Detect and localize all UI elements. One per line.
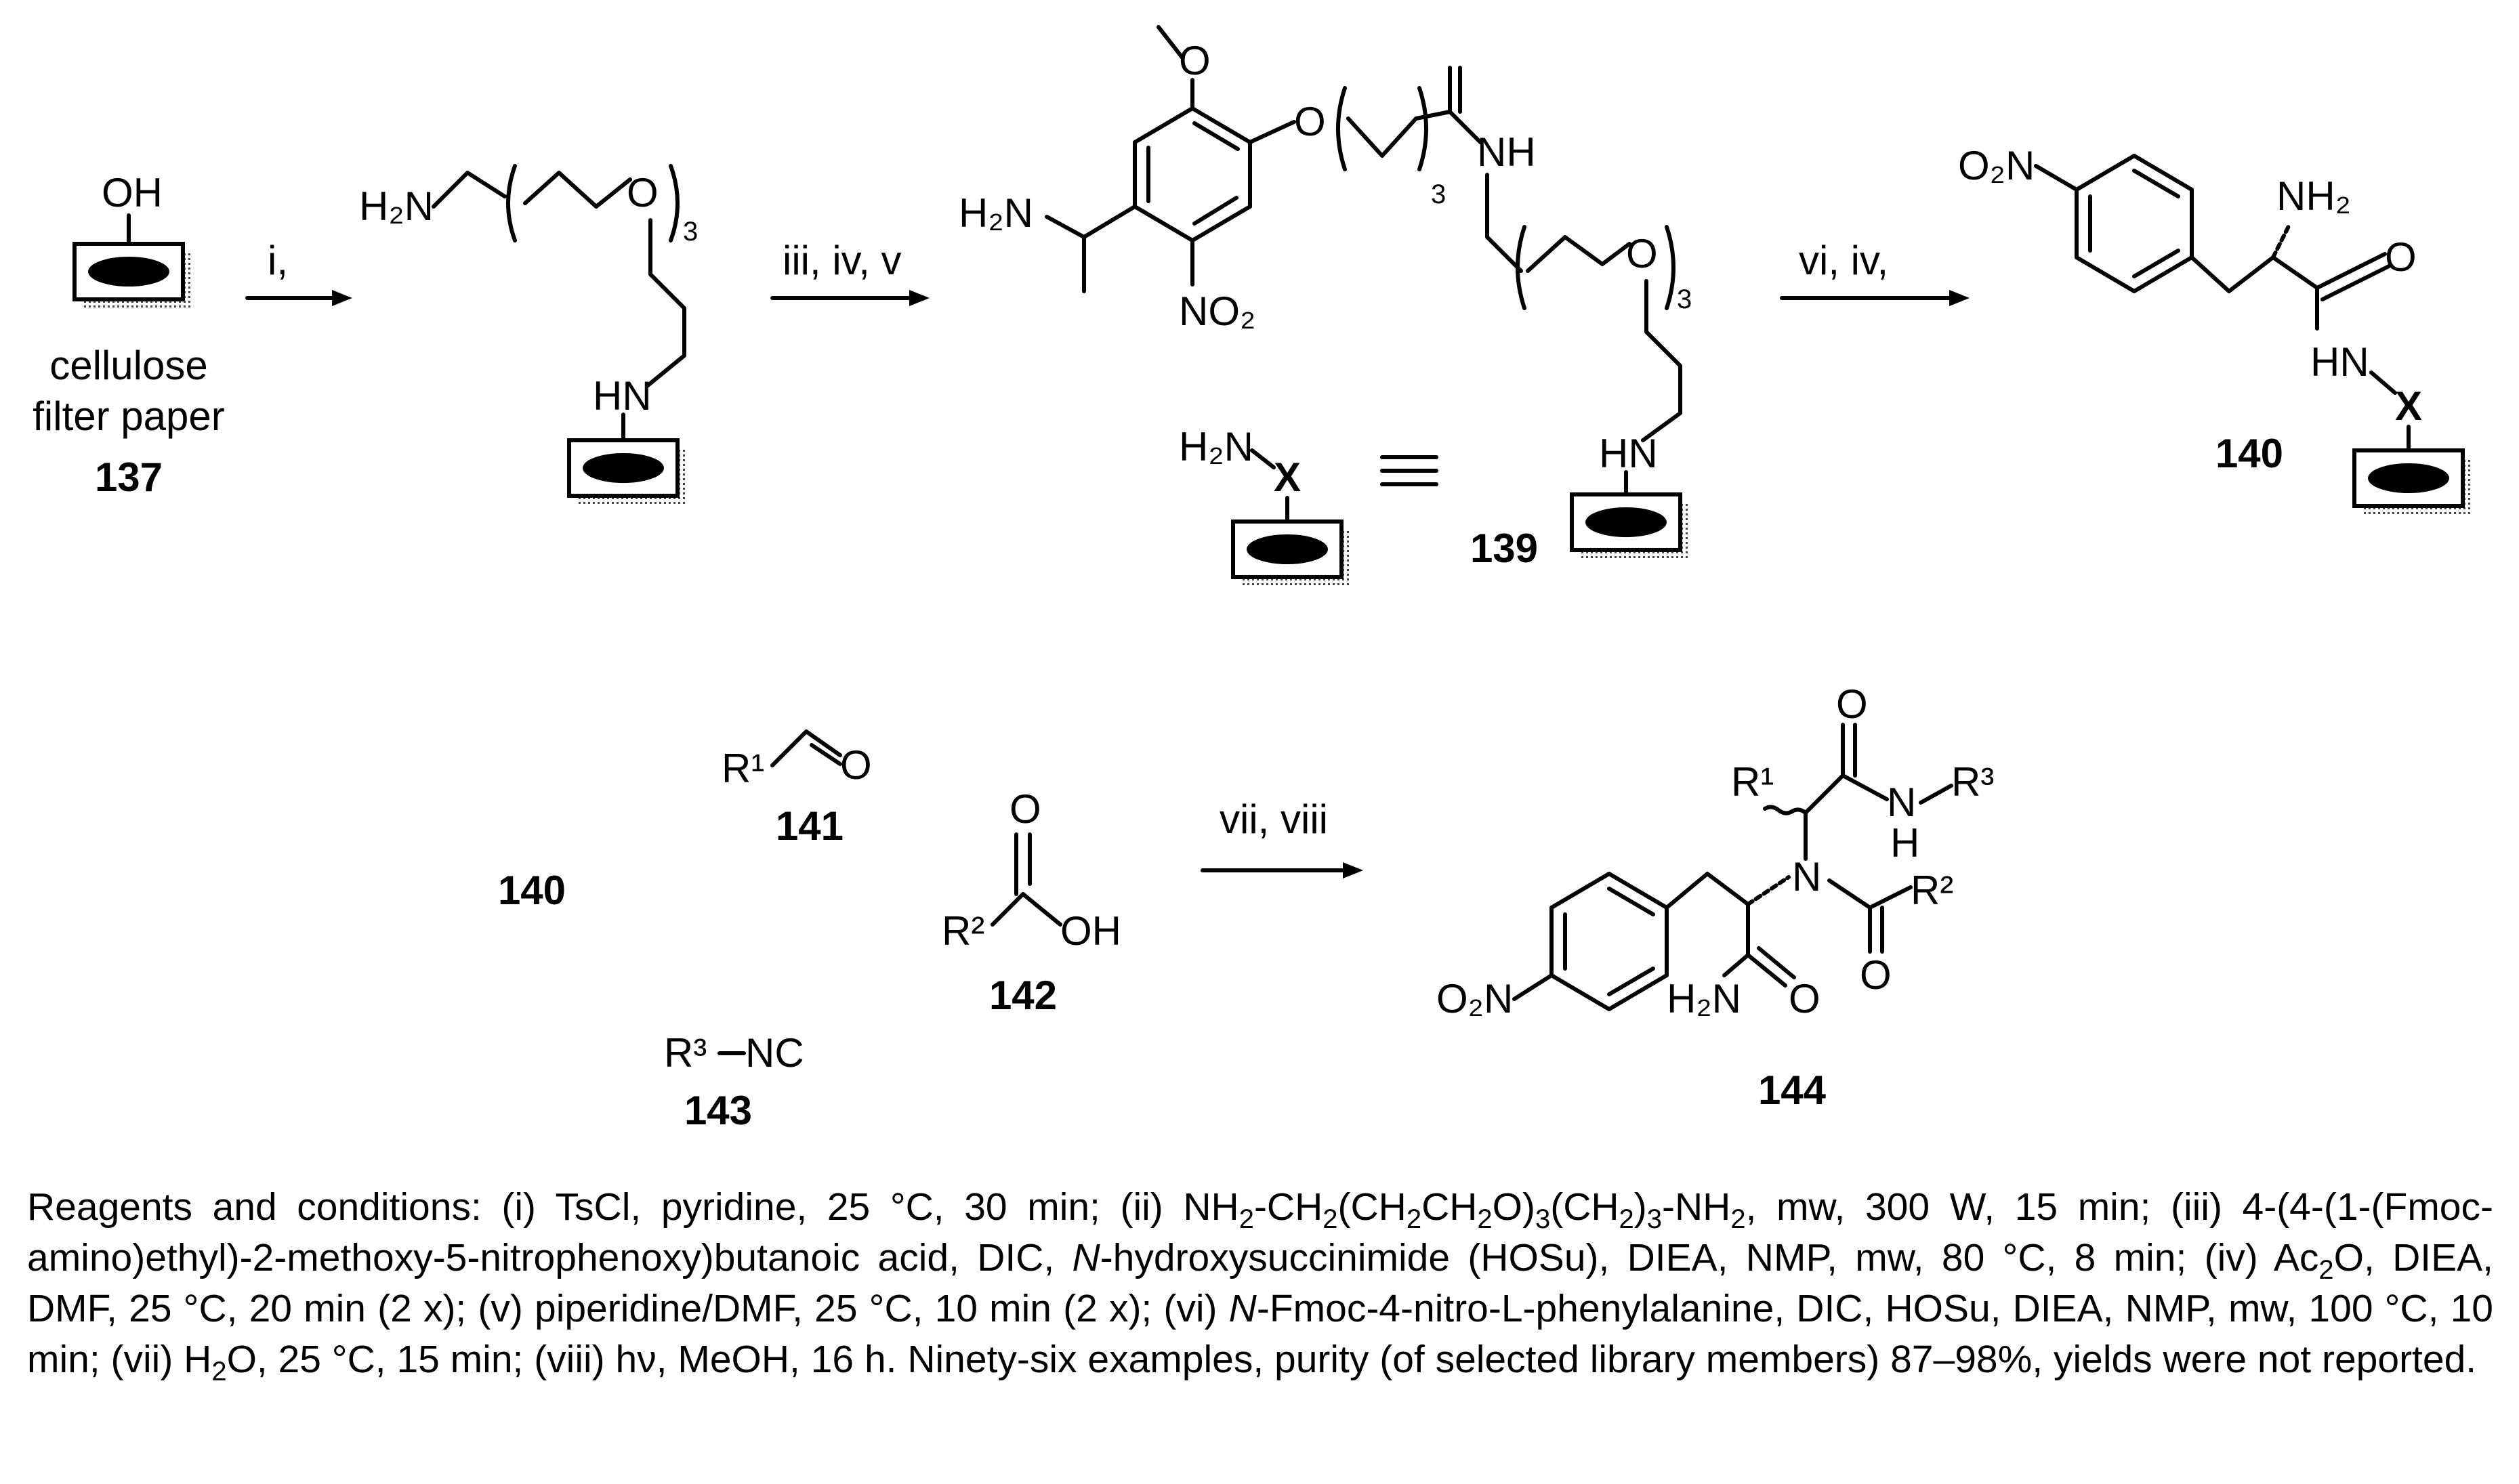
compound-142-label: 142 bbox=[989, 973, 1057, 1018]
amide-h: H bbox=[1890, 820, 1919, 866]
compound-143-label: 143 bbox=[684, 1088, 752, 1133]
amide-nh: HN bbox=[2310, 339, 2369, 385]
reaction-arrow-step1: i, bbox=[245, 238, 352, 306]
step2-conditions: iii, iv, v bbox=[783, 238, 902, 283]
compound-143: R³ NC 143 bbox=[664, 1030, 804, 1133]
compound-139: O O 3 NH O 3 HN NO₂ bbox=[959, 25, 1692, 587]
solid-support-icon bbox=[1572, 494, 1690, 559]
repeat-subscript: 3 bbox=[683, 217, 698, 247]
nitro-group: NO₂ bbox=[1179, 289, 1255, 334]
reaction-scheme: OH cellulose filter paper 137 i, H₂N O 3… bbox=[33, 25, 2519, 1133]
aldehyde-oxygen: O bbox=[840, 742, 872, 788]
hydroxyl-label: OH bbox=[1060, 908, 1121, 954]
alpha-amine: NH₂ bbox=[2276, 173, 2351, 219]
primary-amide: H₂N bbox=[1667, 976, 1741, 1021]
linker-nh: HN bbox=[593, 373, 652, 419]
acid-oxygen: O bbox=[1009, 786, 1041, 832]
solid-support-icon bbox=[75, 244, 192, 309]
linker-nh: HN bbox=[1599, 431, 1658, 476]
compound-140-label: 140 bbox=[2215, 431, 2283, 476]
nitro-group: O₂N bbox=[1958, 143, 2035, 188]
nitro-group: O₂N bbox=[1436, 976, 1513, 1021]
secondary-amide-n: N bbox=[1887, 780, 1916, 825]
step1-conditions: i, bbox=[268, 238, 288, 283]
r1-label: R¹ bbox=[722, 746, 764, 791]
reaction-arrow-step3: vi, iv, bbox=[1780, 238, 1970, 306]
compound-144: O₂N N O H₂N R¹ O N H R³ O R² 14 bbox=[1436, 681, 1994, 1113]
aryl-ether-oxygen: O bbox=[1294, 99, 1326, 144]
carbonyl-oxygen: O bbox=[2385, 234, 2417, 280]
support-label-line2: filter paper bbox=[33, 394, 224, 439]
r3-label: R³ bbox=[664, 1030, 707, 1076]
step3-conditions: vi, iv, bbox=[1799, 238, 1888, 283]
reagents-caption: Reagents and conditions: (i) TsCl, pyrid… bbox=[27, 1185, 2493, 1386]
repeat-subscript: 3 bbox=[1677, 284, 1692, 314]
amine-label: H₂N bbox=[359, 184, 434, 229]
r3-label: R³ bbox=[1951, 759, 1994, 805]
r1-label: R¹ bbox=[1731, 759, 1774, 805]
reaction-arrow-step4: vii, viii bbox=[1201, 797, 1363, 878]
reaction-arrow-step2: iii, iv, v bbox=[770, 238, 930, 306]
peg-oxygen: O bbox=[1626, 231, 1658, 276]
amide-nh: NH bbox=[1477, 129, 1536, 175]
support-label-line1: cellulose bbox=[49, 343, 207, 388]
tertiary-amide-n: N bbox=[1792, 854, 1821, 899]
methoxy-oxygen: O bbox=[1179, 38, 1211, 83]
compound-141-label: 141 bbox=[776, 803, 844, 849]
compound-140-label: 140 bbox=[498, 868, 566, 913]
ether-oxygen: O bbox=[627, 170, 659, 215]
compound-137: OH cellulose filter paper 137 bbox=[33, 170, 224, 500]
compound-142: O R² OH 142 bbox=[942, 786, 1121, 1018]
step4-conditions: vii, viii bbox=[1220, 797, 1328, 842]
solid-support-icon bbox=[1233, 522, 1351, 587]
peg-amine-support: H₂N O 3 HN bbox=[359, 164, 698, 505]
repeat-subscript: 3 bbox=[1431, 179, 1446, 209]
compound-139-label: 139 bbox=[1470, 526, 1538, 571]
compound-140-support: O₂N NH₂ O HN X 140 bbox=[1958, 143, 2472, 515]
r2-label: R² bbox=[942, 908, 984, 954]
compound-141: R¹ O 141 bbox=[722, 729, 872, 849]
amine-label: H₂N bbox=[1179, 424, 1253, 469]
compound-144-label: 144 bbox=[1758, 1067, 1827, 1113]
amide-oxygen: O bbox=[1836, 681, 1868, 727]
amide-oxygen: O bbox=[1789, 976, 1820, 1021]
acyl-oxygen: O bbox=[1860, 952, 1892, 998]
linker-x-label: X bbox=[1274, 454, 1301, 500]
linker-x-label: X bbox=[2395, 383, 2422, 429]
hydroxyl-label: OH bbox=[102, 170, 163, 215]
isocyanide-label: NC bbox=[745, 1030, 804, 1076]
amine-label: H₂N bbox=[959, 190, 1033, 236]
r2-label: R² bbox=[1911, 868, 1953, 913]
compound-137-label: 137 bbox=[95, 454, 163, 500]
solid-support-icon bbox=[569, 440, 687, 505]
solid-support-icon bbox=[2354, 450, 2472, 515]
